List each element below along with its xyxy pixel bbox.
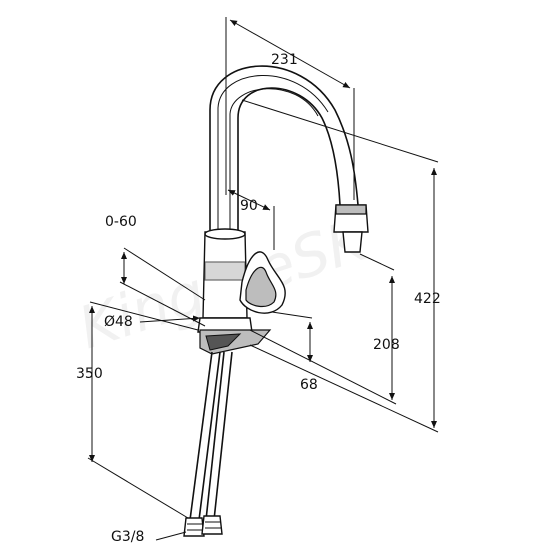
dim-spout-height-label: 208 [373, 337, 400, 353]
hose-left [189, 351, 213, 521]
dim-reach-label: 231 [271, 52, 298, 68]
spout-outer [209, 65, 359, 232]
dim-diameter-label: Ø48 [104, 314, 133, 330]
faucet-drawing [183, 65, 369, 537]
spout-inner [237, 87, 341, 232]
dim-total-height-label: 422 [414, 291, 441, 307]
dim-connection-label: G3/8 [111, 529, 144, 545]
dim-offset-label: 68 [300, 377, 318, 393]
dim-angle-label: 90 [240, 198, 258, 214]
dimension-lines [87, 17, 439, 541]
fitting-left [183, 517, 205, 537]
dim-hose-length-label: 350 [76, 366, 103, 382]
dim-thickness-label: 0-60 [105, 214, 137, 230]
hose-right [205, 351, 225, 521]
